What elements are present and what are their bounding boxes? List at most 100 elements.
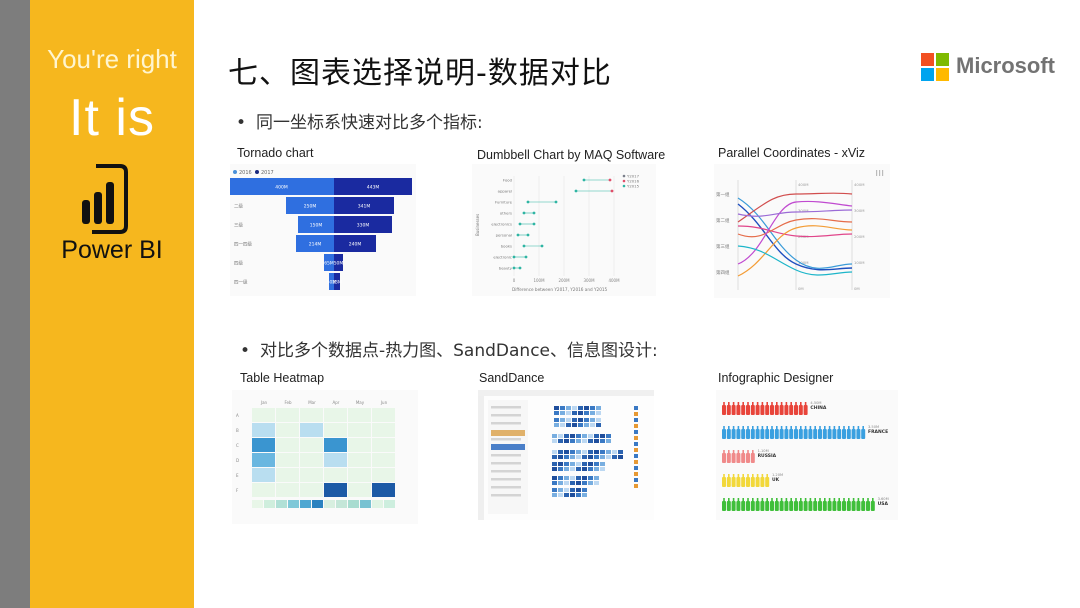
infographic-bottle	[808, 429, 813, 439]
infographic-bottle	[779, 429, 784, 439]
infographic-bottle	[750, 405, 755, 415]
parallel-left-label: 第一组	[716, 191, 730, 198]
heatmap-cell	[300, 438, 323, 452]
heatmap-column-header: Feb	[284, 400, 292, 405]
infographic-bottle	[798, 429, 803, 439]
dumbbell-category: others	[500, 211, 512, 216]
infographic-bottle	[803, 405, 808, 415]
dumbbell-point	[522, 244, 526, 248]
heatmap-ramp-swatch	[276, 500, 287, 508]
dumbbell-point	[518, 222, 522, 226]
heatmap-row-header: B	[236, 428, 239, 433]
bullet-1-text: 同一坐标系快速对比多个指标:	[256, 113, 483, 133]
infographic-bottle	[856, 501, 861, 511]
dumbbell-x-tick: 0	[513, 278, 516, 283]
card-title-dumbbell: Dumbbell Chart by MAQ Software	[477, 148, 666, 162]
tornado-right-value: 23M	[332, 280, 342, 286]
infographic-bottle	[784, 501, 789, 511]
heatmap-cell	[252, 453, 275, 467]
dumbbell-point	[526, 233, 530, 237]
heatmap-cell	[372, 408, 395, 422]
heatmap-cell	[252, 438, 275, 452]
heatmap-cell	[300, 453, 323, 467]
tornado-row-label: 二级	[234, 203, 243, 210]
bullet-dot: •	[236, 113, 247, 133]
dumbbell-ylabel: Businesses	[475, 214, 480, 236]
dumbbell-point	[512, 255, 516, 259]
infographic-bottle	[870, 501, 875, 511]
dumbbell-point	[518, 266, 522, 270]
sidebar-headline: It is	[69, 89, 155, 147]
infographic-bottle	[765, 501, 770, 511]
infographic-bottle	[774, 405, 779, 415]
heatmap-cell	[300, 483, 323, 497]
parallel-axis-tick: 400M	[798, 182, 809, 187]
heatmap-row-header: D	[236, 458, 239, 463]
heatmap-cell	[324, 423, 347, 437]
heatmap-cell	[252, 408, 275, 422]
infographic-bottle	[722, 429, 726, 439]
bullet-2: •对比多个数据点-热力图、SandDance、信息图设计:	[240, 336, 658, 361]
parallel-axis-tick: 200M	[854, 234, 865, 239]
tornado-bar-left	[324, 254, 334, 271]
infographic-bottle	[846, 501, 851, 511]
dumbbell-category: personal	[496, 233, 512, 238]
heatmap-ramp-swatch	[336, 500, 347, 508]
infographic-bottle	[794, 429, 798, 439]
infographic-bottle	[746, 501, 750, 511]
tornado-row-label: 四一级	[234, 279, 248, 286]
infographic-designer-thumbnail: 4.50MCHINA3.50MFRANCE1.10MRUSSIA1.20MUK3…	[716, 390, 898, 520]
infographic-bottle	[741, 477, 746, 487]
infographic-bottle	[755, 405, 760, 415]
tornado-bar-right	[334, 273, 340, 290]
infographic-bottle	[794, 405, 798, 415]
infographic-bottle	[794, 501, 798, 511]
infographic-bottle	[741, 453, 746, 463]
infographic-bottle	[726, 453, 731, 463]
sanddance-thumbnail	[478, 390, 654, 520]
parallel-axis-tick: 0M	[798, 286, 804, 291]
heatmap-cell	[276, 483, 299, 497]
infographic-value: 3.60M	[878, 497, 889, 501]
infographic-bottle	[779, 405, 784, 415]
tornado-bar-right	[334, 254, 343, 271]
heatmap-row-header: C	[236, 443, 239, 448]
dumbbell-point	[582, 178, 586, 182]
tornado-bar-right	[334, 178, 412, 195]
card-title-infographic: Infographic Designer	[718, 371, 834, 385]
infographic-country: RUSSIA	[758, 453, 777, 459]
parallel-axis-tick: 100M	[854, 260, 865, 265]
infographic-bottle	[746, 429, 750, 439]
heatmap-cell	[276, 468, 299, 482]
dumbbell-legend-item: Y2015	[627, 184, 640, 189]
tornado-legend-2016: 2016	[239, 170, 252, 176]
infographic-bottle	[861, 501, 866, 511]
heatmap-row-header: F	[236, 488, 239, 493]
infographic-bottle	[784, 429, 789, 439]
infographic-bottle	[722, 477, 726, 487]
infographic-bottle	[798, 405, 803, 415]
tornado-right-value: 240M	[349, 242, 362, 248]
infographic-bottle	[750, 477, 755, 487]
heatmap-cell	[252, 468, 275, 482]
sidebar-tagline: You're right	[47, 44, 177, 74]
microsoft-squares-icon	[921, 53, 949, 81]
infographic-bottle	[722, 453, 726, 463]
tornado-right-value: 341M	[358, 204, 371, 210]
infographic-bottle	[779, 501, 784, 511]
infographic-bottle	[827, 429, 832, 439]
infographic-bottle	[726, 429, 731, 439]
sidebar-product-name: Power BI	[61, 236, 163, 264]
tornado-left-value: 250M	[304, 204, 317, 210]
infographic-bottle	[818, 501, 822, 511]
dumbbell-legend-item: Y2017	[627, 174, 640, 179]
heatmap-ramp-swatch	[372, 500, 383, 508]
infographic-bottle	[770, 429, 774, 439]
infographic-bottle	[746, 477, 750, 487]
dumbbell-point	[532, 211, 536, 215]
heatmap-cell	[348, 483, 371, 497]
heatmap-cell	[372, 423, 395, 437]
dumbbell-category: beauty	[499, 266, 513, 271]
infographic-bottle	[736, 405, 741, 415]
